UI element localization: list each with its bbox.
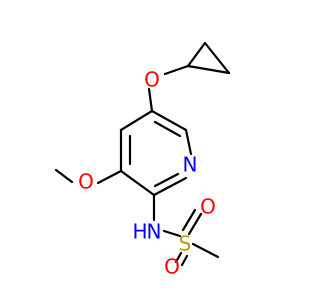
ring-nitrogen-label: N [183,153,198,177]
bond-ring-n-c2 [152,176,188,197]
molecule-structure: O N O H N S O O [54,41,231,279]
sulfonyl-oxygen-top-label: O [200,195,216,219]
methoxy-oxygen-label: O [78,170,94,194]
bond-cyclopropyl-1 [186,41,207,68]
bond-ring-inner-1 [153,120,182,138]
bond-methoxy-methyl [54,168,74,184]
amine-nitrogen-label: N [147,220,162,244]
bond-sulfur-methyl [191,242,220,259]
bond-sulfonyl-bottom-1 [174,251,183,264]
bond-sulfonyl-top-2 [187,212,203,236]
bond-sulfonyl-top-1 [181,208,197,232]
bond-cyclopropyl-ether [163,64,190,76]
sulfonyl-oxygen-bottom-label: O [164,255,180,279]
bond-ring-methoxy-oxygen [96,169,123,185]
bond-ring-c5-c6 [150,109,188,132]
amine-hydrogen-label: H [132,220,147,244]
bond-ring-inner-2 [153,172,180,188]
bond-cyclopropyl-2 [203,41,231,75]
bond-layer [54,41,231,267]
bond-cyclopropyl-3 [186,64,231,75]
bond-amine-sulfur [162,229,182,238]
molecule-canvas: O N O H N S O O [54,41,231,279]
bond-ether-ring [147,87,154,113]
sulfur-label: S [179,232,192,256]
ether-oxygen-label: O [144,68,160,92]
atom-label-layer: O N O H N S O O [78,68,216,279]
bond-sulfonyl-bottom-2 [180,254,189,267]
bond-ring-c4-c5 [119,109,154,132]
bond-ring-c6-n [184,128,193,156]
bond-ring-c2-c3 [119,169,156,197]
